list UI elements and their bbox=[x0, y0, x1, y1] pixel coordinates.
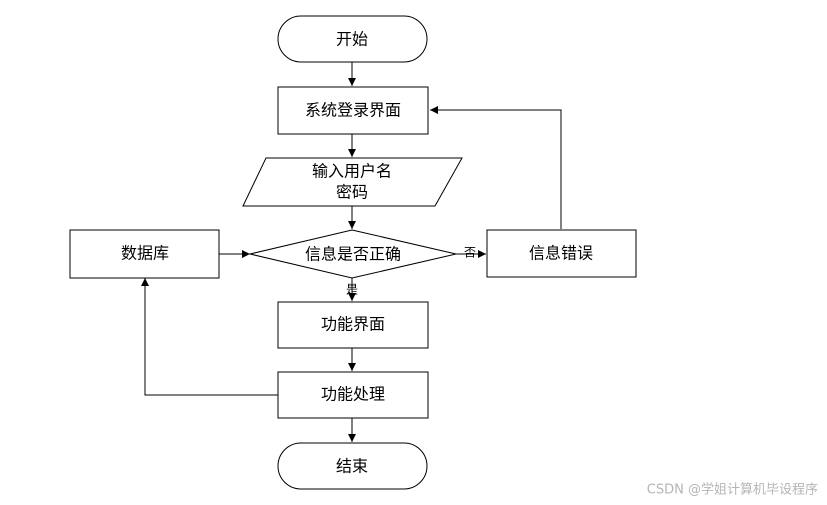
end-terminator bbox=[277, 442, 428, 490]
node-input: 输入用户名 密码 bbox=[242, 157, 463, 207]
check-label: 信息是否正确 bbox=[305, 245, 401, 264]
node-login: 系统登录界面 bbox=[277, 86, 429, 135]
database-label: 数据库 bbox=[121, 244, 169, 263]
check-diamond bbox=[249, 229, 457, 279]
input-label-line1: 输入用户名 bbox=[312, 162, 392, 181]
start-terminator bbox=[277, 15, 428, 63]
edges bbox=[141, 62, 562, 442]
edge-label-no: 否 bbox=[464, 246, 476, 260]
node-check: 信息是否正确 bbox=[249, 229, 457, 279]
database-box bbox=[69, 229, 220, 279]
node-start: 开始 bbox=[277, 15, 428, 63]
node-database: 数据库 bbox=[69, 229, 220, 279]
input-label-line2: 密码 bbox=[336, 183, 368, 202]
csdn-watermark: CSDN @学姐计算机毕设程序 bbox=[647, 482, 818, 498]
edge-error-to-login bbox=[430, 106, 562, 229]
login-box bbox=[277, 86, 429, 135]
function-ui-box bbox=[277, 301, 429, 349]
error-box bbox=[486, 229, 637, 278]
node-function-process: 功能处理 bbox=[277, 371, 429, 419]
edge-process-to-database bbox=[141, 278, 278, 396]
start-label: 开始 bbox=[336, 30, 368, 49]
end-label: 结束 bbox=[336, 457, 368, 476]
node-end: 结束 bbox=[277, 442, 428, 490]
error-label: 信息错误 bbox=[529, 244, 593, 263]
input-parallelogram bbox=[242, 157, 463, 207]
login-label: 系统登录界面 bbox=[305, 101, 401, 120]
function-ui-label: 功能界面 bbox=[321, 315, 385, 334]
edge-label-yes: 是 bbox=[346, 283, 358, 297]
node-error: 信息错误 bbox=[486, 229, 637, 278]
function-process-box bbox=[277, 371, 429, 419]
node-function-ui: 功能界面 bbox=[277, 301, 429, 349]
function-process-label: 功能处理 bbox=[321, 385, 385, 404]
